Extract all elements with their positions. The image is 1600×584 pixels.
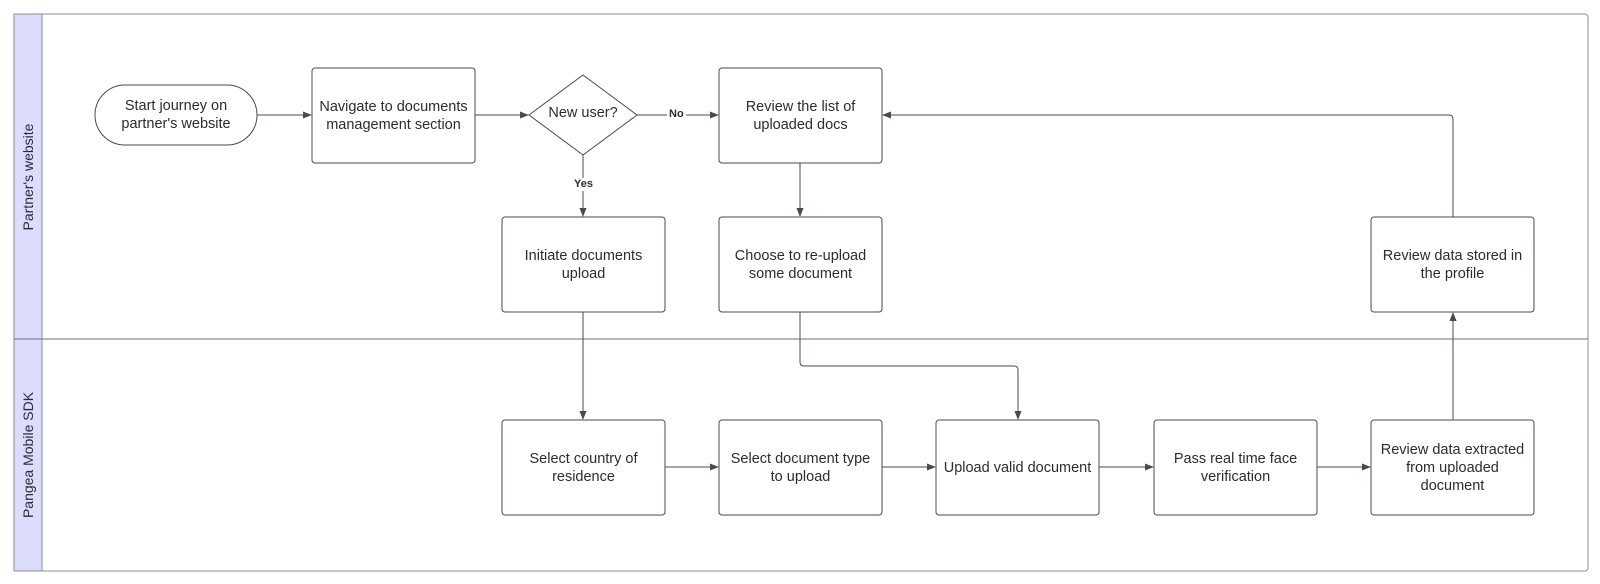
node-upload-valid: Upload valid document (943, 459, 1092, 476)
node-select-country: Select country of residence (529, 450, 638, 485)
node-navigate: Navigate to documents management section (319, 98, 468, 133)
lane-label-pangea-sdk: Pangea Mobile SDK (20, 391, 36, 519)
lane-label-partner-website: Partner's website (20, 123, 36, 231)
edge-label-no: No (667, 108, 686, 121)
node-start: Start journey on partner's website (121, 98, 231, 132)
edge-label-yes: Yes (572, 178, 595, 191)
node-initiate: Initiate documents upload (524, 247, 643, 282)
edge-choose-to-upload (799, 312, 1022, 420)
edge-profile-to-review-list (882, 111, 1454, 217)
node-choose-reupload: Choose to re-upload some document (734, 247, 867, 282)
node-review-extracted: Review data extracted from uploaded docu… (1380, 441, 1525, 494)
lane-header-top (13, 13, 43, 340)
node-select-type: Select document type to upload (730, 450, 871, 485)
node-review-list: Review the list of uploaded docs (745, 98, 856, 133)
node-review-profile: Review data stored in the profile (1382, 247, 1523, 282)
node-face-verification: Pass real time face verification (1173, 450, 1298, 485)
node-decision: New user? (548, 105, 618, 121)
